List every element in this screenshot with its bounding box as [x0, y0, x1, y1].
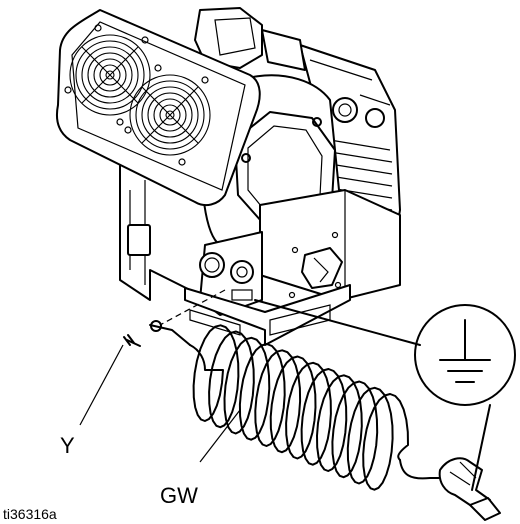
- cooling-fan-left: [64, 24, 151, 126]
- ground-icon: [414, 304, 516, 406]
- motor-housing: [55, 7, 401, 346]
- cooling-fan-right: [124, 64, 211, 166]
- figure-id: ti36316a: [3, 506, 57, 522]
- ground-wire-coil: [149, 320, 456, 491]
- power-switch: [288, 231, 343, 299]
- leader-gw: [199, 409, 241, 463]
- label-y: Y: [60, 433, 75, 458]
- ground-callout: [254, 299, 516, 491]
- leader-y: [79, 344, 124, 426]
- ground-symbol: [439, 319, 491, 383]
- ground-clamp: [438, 457, 501, 521]
- ground-screw: [123, 334, 141, 347]
- label-gw: GW: [160, 483, 198, 508]
